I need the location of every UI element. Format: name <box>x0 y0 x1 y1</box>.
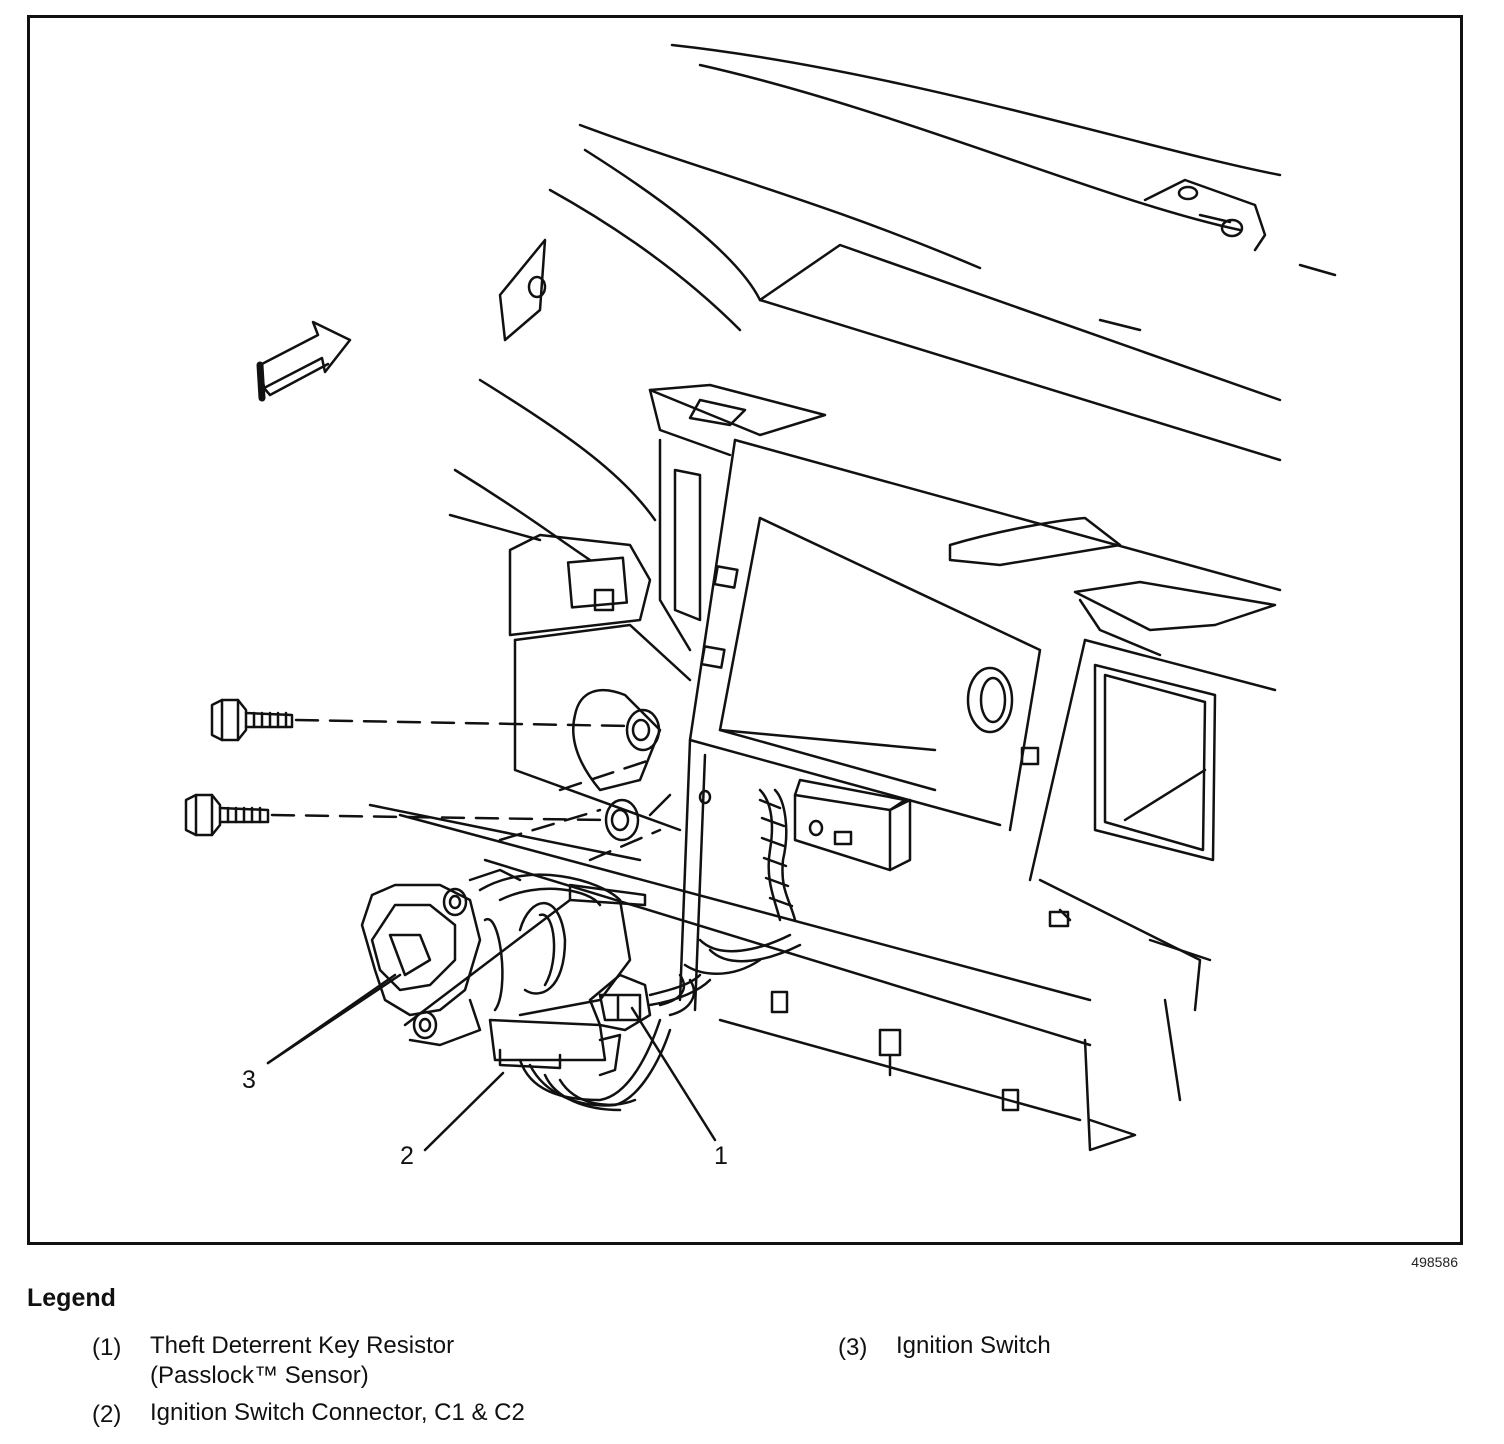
legend-item-2-text: Ignition Switch Connector, C1 & C2 <box>150 1399 525 1426</box>
legend-item-1-text: Theft Deterrent Key Resistor (Passlock™ … <box>150 1331 454 1391</box>
callout-1: 1 <box>714 1142 728 1170</box>
passlock-sensor-connector <box>518 973 712 1112</box>
mounting-brackets <box>648 383 1282 882</box>
legend-item-2-number: (2) <box>92 1401 122 1428</box>
column-support-bracket <box>508 533 712 1012</box>
bolt-lower <box>184 793 270 837</box>
callout-leaders <box>266 898 717 1152</box>
arrow-up-right-icon <box>256 320 352 402</box>
legend-item-3-number: (3) <box>838 1334 868 1361</box>
module-box <box>793 778 912 872</box>
ignition-switch-assembly <box>360 868 647 1077</box>
installation-lines <box>270 718 662 862</box>
wiring-harness <box>658 788 802 1017</box>
legend-title: Legend <box>27 1284 116 1312</box>
figure-id: 498586 <box>1411 1254 1458 1270</box>
lower-frame-rails <box>368 803 1137 1152</box>
legend-item-1-number: (1) <box>92 1334 122 1361</box>
bolt-upper <box>210 698 294 742</box>
left-side-panel <box>448 238 657 562</box>
legend-item-1-line2: (Passlock™ Sensor) <box>150 1362 369 1389</box>
callout-3: 3 <box>242 1066 256 1094</box>
right-access-panel <box>1038 663 1217 1102</box>
callout-2: 2 <box>400 1142 414 1170</box>
upper-dash-panel <box>548 43 1337 462</box>
legend-item-3-text: Ignition Switch <box>896 1332 1051 1359</box>
legend-item-1-line1: Theft Deterrent Key Resistor <box>150 1332 455 1359</box>
